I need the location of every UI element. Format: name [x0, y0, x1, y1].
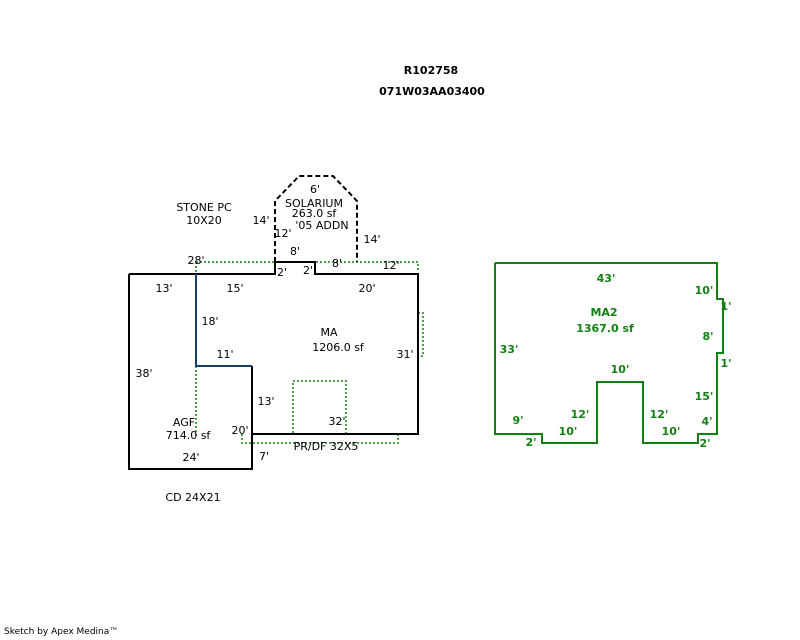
dim-top-28: 28' [187, 254, 204, 267]
dim-sol-step-right: 2' [303, 264, 313, 277]
prdf-label: PR/DF 32X5 [294, 440, 359, 453]
dim-ma-13: 13' [257, 395, 274, 408]
solarium-area: 263.0 sf [292, 207, 338, 220]
dim-m2-1b: 1' [720, 357, 731, 370]
footer-credit: Sketch by Apex Medina™ [4, 627, 119, 637]
dim-ma-18: 18' [201, 315, 218, 328]
dim-sol-left: 12' [274, 227, 291, 240]
dim-m2-43: 43' [597, 272, 616, 285]
dim-m2-12-right: 12' [650, 408, 669, 421]
ma2-outline [494, 262, 724, 444]
cd-label: CD 24X21 [165, 491, 220, 504]
agf-area: 714.0 sf [166, 429, 212, 442]
dim-m2-2-right: 2' [699, 437, 710, 450]
dim-m2-12-left: 12' [571, 408, 590, 421]
dim-m2-8: 8' [702, 330, 713, 343]
dim-sol-left-diag: 14' [252, 214, 269, 227]
dim-ma-31: 31' [396, 348, 413, 361]
agf-label: AGF [173, 416, 195, 429]
dim-ma-20: 20' [231, 424, 248, 437]
solarium-label: SOLARIUM [285, 197, 343, 210]
dim-top-12: 12' [382, 259, 399, 272]
dim-ma-11: 11' [216, 348, 233, 361]
dim-agf-7: 7' [259, 450, 269, 463]
dim-agf-38: 38' [135, 367, 152, 380]
dim-agf-top-13: 13' [155, 282, 172, 295]
dim-m2-33: 33' [500, 343, 519, 356]
stone-pc-size: 10X20 [186, 214, 222, 227]
interior-wall [195, 274, 252, 367]
solarium-outline [274, 175, 358, 262]
ma-area: 1206.0 sf [312, 341, 365, 354]
dim-m2-10-left: 10' [559, 425, 578, 438]
dim-m2-10-notch: 10' [611, 363, 630, 376]
dim-m2-15: 15' [695, 390, 714, 403]
dim-m2-10-right: 10' [662, 425, 681, 438]
ma2-area: 1367.0 sf [576, 322, 634, 335]
dim-sol-base: 8' [290, 245, 300, 258]
ma2-label: MA2 [590, 306, 617, 319]
prdf-outline [241, 434, 399, 444]
map-tax-lot: 071W03AA03400 [379, 85, 485, 98]
dim-sol-step-left: 2' [277, 266, 287, 279]
ma-label: MA [320, 326, 337, 339]
dim-sol-right-diag: 14' [363, 233, 380, 246]
account-number: R102758 [404, 64, 458, 77]
dim-sol-top: 6' [310, 183, 320, 196]
dim-m2-10-top: 10' [695, 284, 714, 297]
dim-ma-top-15: 15' [226, 282, 243, 295]
dim-m2-1a: 1' [720, 300, 731, 313]
dim-sol-right-8: 8' [332, 257, 342, 270]
agf-outline [128, 274, 253, 470]
ma-outline [129, 261, 419, 435]
dim-ma-32: 32' [328, 415, 345, 428]
solarium-note: '05 ADDN [295, 219, 348, 232]
dim-agf-24: 24' [182, 451, 199, 464]
stone-pc-label: STONE PC [176, 201, 232, 214]
dim-m2-2-left: 2' [525, 436, 536, 449]
dim-ma-top-20: 20' [358, 282, 375, 295]
dim-m2-4: 4' [701, 415, 712, 428]
dim-m2-9: 9' [512, 414, 523, 427]
